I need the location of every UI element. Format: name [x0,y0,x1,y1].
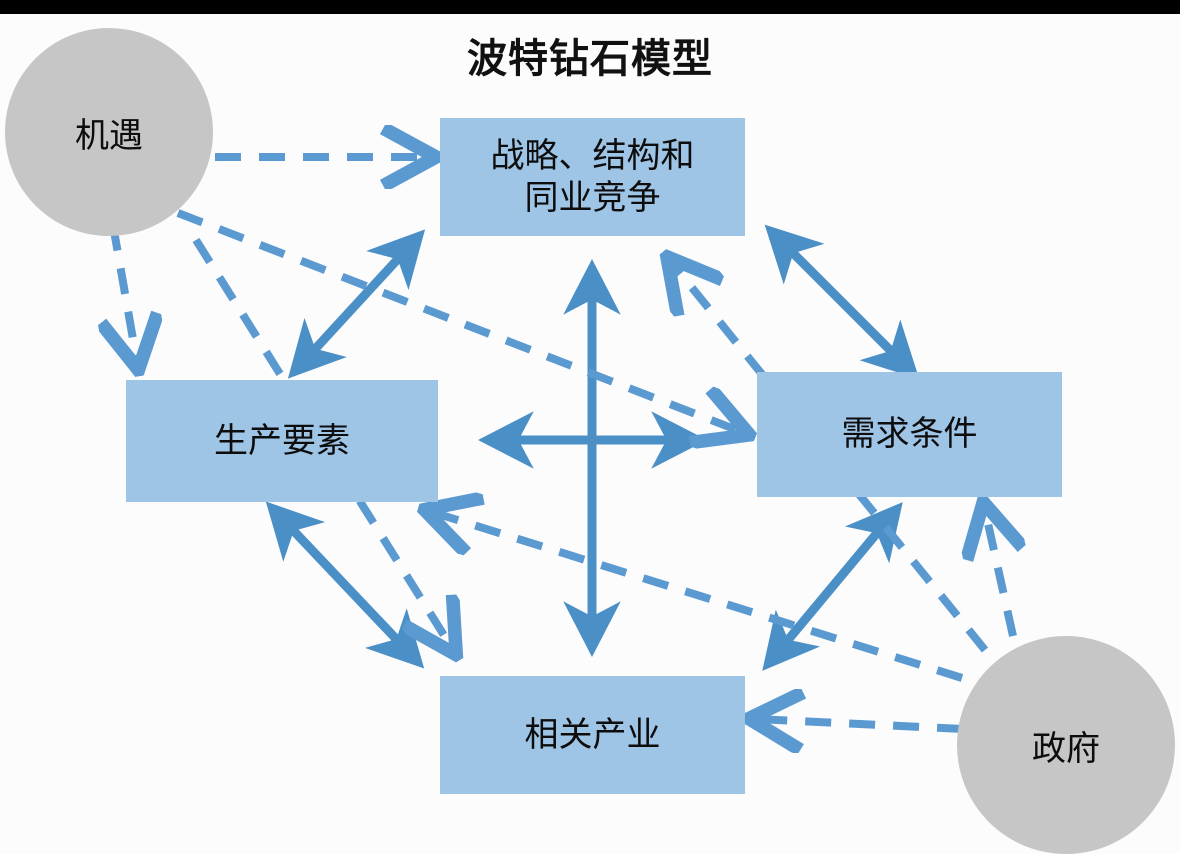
node-strategy-label-line2: 同业竞争 [524,179,661,217]
edge-factors-strategy [287,229,426,379]
node-demand-conditions[interactable]: 需求条件 [757,372,1062,497]
top-black-bar [0,0,1180,14]
node-related-label: 相关产业 [524,715,661,754]
node-strategy-label-line1: 战略、结构和 [490,136,695,175]
edge-factors-related [265,501,425,669]
edge-government-demand [985,510,1013,637]
page-title: 波特钻石模型 [467,37,713,81]
edge-chance-factors [113,224,137,362]
node-factors-label: 生产要素 [214,421,350,460]
node-chance-label: 机遇 [75,116,143,155]
edge-related-demand [762,502,903,671]
edge-government-factors [432,512,964,682]
node-government[interactable]: 政府 [957,636,1175,854]
edge-government-strategy [672,263,989,653]
node-factor-conditions[interactable]: 生产要素 [126,380,438,502]
node-strategy-label: 战略、结构和 同业竞争 [491,135,695,220]
node-related-industries[interactable]: 相关产业 [440,676,745,794]
edge-chance-demand [176,209,742,432]
node-demand-label: 需求条件 [841,415,978,454]
node-strategy-structure-rivalry[interactable]: 战略、结构和 同业竞争 [440,118,745,236]
edge-government-related [757,719,964,729]
node-chance[interactable]: 机遇 [5,28,213,236]
edge-strategy-demand [764,224,920,380]
node-government-label: 政府 [1032,729,1100,768]
